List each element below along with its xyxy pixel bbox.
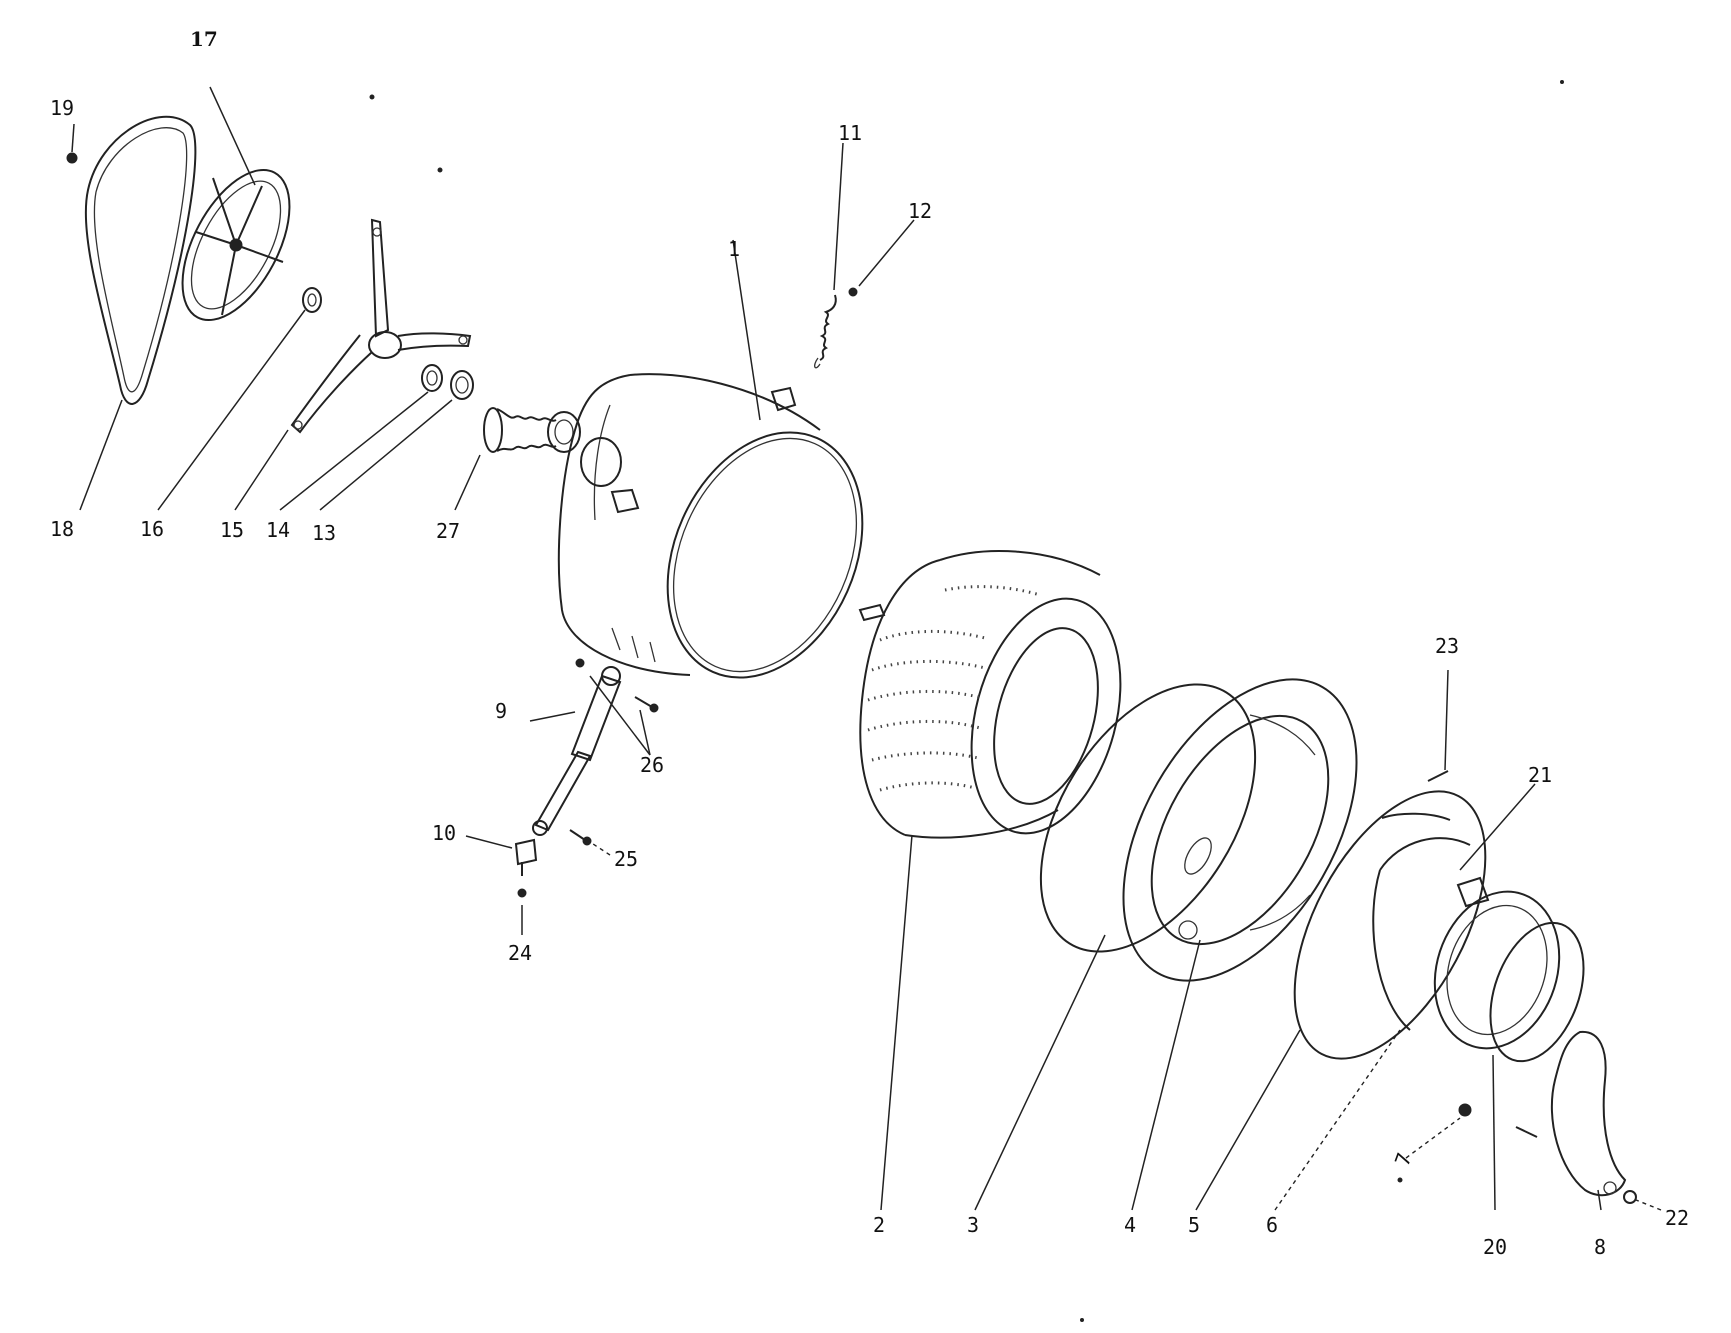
bracket-part <box>514 838 538 876</box>
callout-label: 22 <box>1665 1206 1689 1230</box>
screw-part <box>848 287 858 297</box>
callout-label: 21 <box>1528 763 1552 787</box>
screw-part <box>517 888 527 898</box>
inner-drum-part <box>858 550 1122 839</box>
callout-label: 6 <box>1266 1213 1278 1237</box>
callout-label: 4 <box>1124 1213 1136 1237</box>
drive-belt-part <box>84 115 197 405</box>
callout-label: 19 <box>50 96 74 120</box>
callout-label: 16 <box>140 517 164 541</box>
nut-part <box>1623 1190 1637 1204</box>
callout-label: 24 <box>508 941 532 965</box>
scan-specks <box>369 80 1564 1322</box>
callout-label: 13 <box>312 521 336 545</box>
suspension-spring-part <box>814 294 837 369</box>
callout-label: 2 <box>873 1213 885 1237</box>
front-cover-part <box>1372 837 1561 1050</box>
front-ring-part <box>1122 678 1358 982</box>
callout-label: 20 <box>1483 1235 1507 1259</box>
leader-lines <box>71 86 1662 1211</box>
callout-labels: 17 19 11 12 1 18 16 15 14 13 27 9 26 10 … <box>50 27 1689 1259</box>
callout-label: 11 <box>838 121 862 145</box>
outer-tub-part <box>557 373 864 679</box>
bolt-part <box>569 829 592 846</box>
pulley-part <box>181 168 291 322</box>
bellows-hose-part <box>483 407 581 453</box>
callout-label: 14 <box>266 518 290 542</box>
callout-label: 9 <box>495 699 507 723</box>
callout-label: 27 <box>436 519 460 543</box>
hinge-part <box>1550 1030 1627 1197</box>
clamp-part <box>1381 812 1451 821</box>
screw-part <box>66 152 78 164</box>
seal-part <box>450 370 474 400</box>
callout-label: 8 <box>1594 1235 1606 1259</box>
shock-absorber-part <box>532 666 622 836</box>
callout-label: 23 <box>1435 634 1459 658</box>
callout-label: 10 <box>432 821 456 845</box>
callout-label: 18 <box>50 517 74 541</box>
gasket-ring-part <box>1039 683 1257 953</box>
callout-label: 15 <box>220 518 244 542</box>
bolt-part <box>575 658 659 713</box>
screw-part <box>1397 1103 1538 1183</box>
door-gasket-part <box>1293 790 1487 1060</box>
pin-part <box>1427 770 1449 782</box>
callout-label: 17 <box>190 27 218 51</box>
spider-arm-part <box>290 218 472 434</box>
callout-label: 5 <box>1188 1213 1200 1237</box>
callout-label: 12 <box>908 199 932 223</box>
seal-part <box>1489 921 1585 1063</box>
callout-label: 1 <box>728 237 740 261</box>
callout-label: 26 <box>640 753 664 777</box>
callout-label: 25 <box>614 847 638 871</box>
bearing-part <box>302 287 322 313</box>
bearing-part <box>421 364 443 392</box>
callout-label: 3 <box>967 1213 979 1237</box>
